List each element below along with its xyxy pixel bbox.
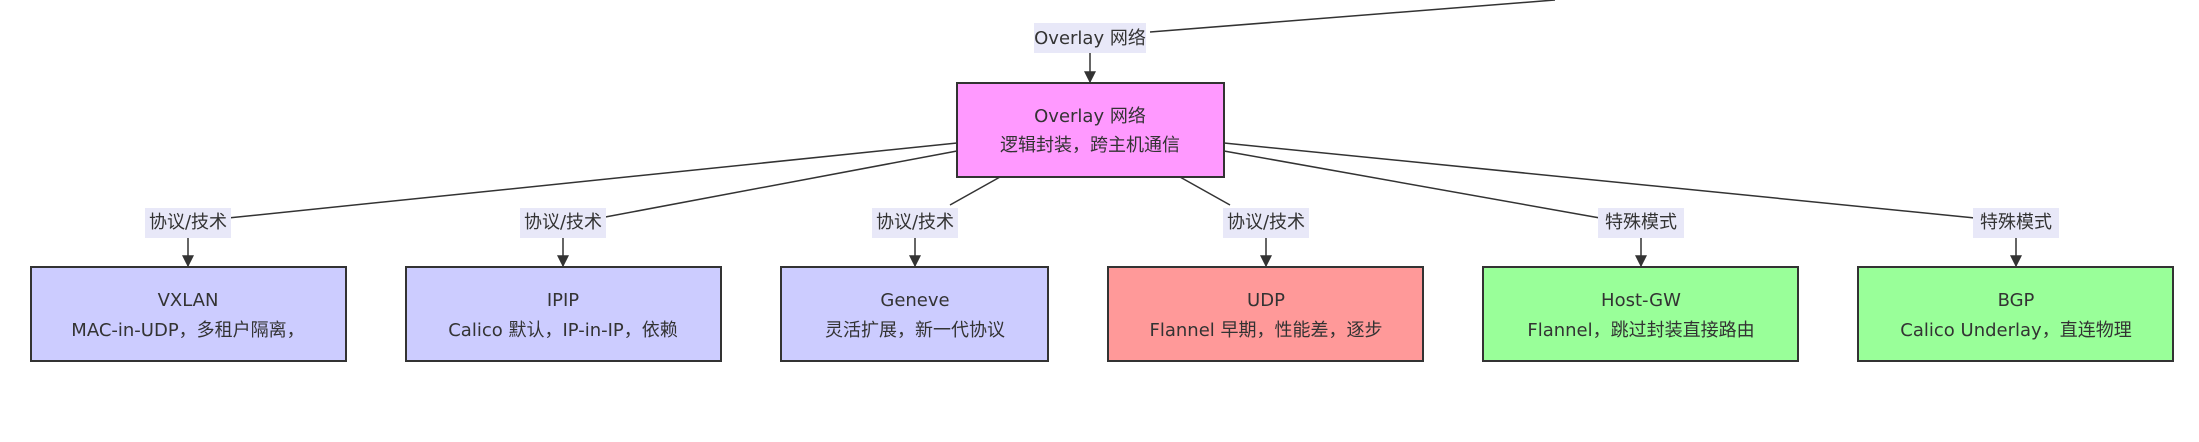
incoming-edge-label-bg bbox=[1034, 23, 1146, 53]
node-overlay-network-box bbox=[956, 82, 1225, 178]
node-host-gw-subtitle: Flannel，跳过封装直接路由 bbox=[1527, 320, 1754, 341]
incoming-edge: Overlay 网络 bbox=[1034, 0, 1556, 84]
edge-to-udp bbox=[1179, 176, 1231, 206]
node-geneve-subtitle: 灵活扩展，新一代协议 bbox=[825, 320, 1005, 341]
node-overlay-network-title: Overlay 网络 bbox=[1034, 106, 1146, 127]
edge-to-ipip bbox=[599, 150, 958, 219]
edge-label-geneve: 协议/技术 bbox=[876, 212, 954, 233]
node-udp[interactable]: UDP Flannel 早期，性能差，逐步 bbox=[1107, 266, 1424, 362]
node-udp-title: UDP bbox=[1247, 290, 1285, 311]
edge-labels: 协议/技术 协议/技术 协议/技术 协议/技术 特殊模式 特殊模式 bbox=[145, 208, 2059, 238]
node-vxlan-box bbox=[30, 266, 347, 362]
node-host-gw[interactable]: Host-GW Flannel，跳过封装直接路由 bbox=[1482, 266, 1799, 362]
node-bgp-box bbox=[1857, 266, 2174, 362]
edge-label-udp: 协议/技术 bbox=[1227, 212, 1305, 233]
node-bgp-title: BGP bbox=[1998, 290, 2035, 311]
node-geneve[interactable]: Geneve 灵活扩展，新一代协议 bbox=[780, 266, 1049, 362]
edge-to-hostgw bbox=[1223, 150, 1601, 219]
node-bgp-subtitle: Calico Underlay，直连物理 bbox=[1900, 320, 2131, 341]
node-bgp[interactable]: BGP Calico Underlay，直连物理 bbox=[1857, 266, 2174, 362]
edge-to-geneve bbox=[949, 176, 1001, 206]
edge-label-vxlan: 协议/技术 bbox=[149, 212, 227, 233]
edge-label-bgp: 特殊模式 bbox=[1980, 212, 2052, 233]
node-host-gw-title: Host-GW bbox=[1601, 290, 1681, 311]
node-vxlan-title: VXLAN bbox=[158, 290, 219, 311]
node-vxlan[interactable]: VXLAN MAC-in-UDP，多租户隔离， bbox=[30, 266, 347, 362]
edge-label-ipip: 协议/技术 bbox=[524, 212, 602, 233]
edge-label-hostgw: 特殊模式 bbox=[1605, 212, 1677, 233]
node-host-gw-box bbox=[1482, 266, 1799, 362]
node-ipip-title: IPIP bbox=[547, 290, 579, 311]
node-ipip[interactable]: IPIP Calico 默认，IP-in-IP，依赖 bbox=[405, 266, 722, 362]
node-overlay-network[interactable]: Overlay 网络 逻辑封装，跨主机通信 bbox=[956, 82, 1225, 178]
node-geneve-title: Geneve bbox=[880, 290, 949, 311]
node-ipip-box bbox=[405, 266, 722, 362]
node-ipip-subtitle: Calico 默认，IP-in-IP，依赖 bbox=[448, 320, 678, 341]
edge-to-vxlan bbox=[227, 142, 958, 219]
edges bbox=[182, 142, 2022, 268]
node-udp-box bbox=[1107, 266, 1424, 362]
node-udp-subtitle: Flannel 早期，性能差，逐步 bbox=[1150, 320, 1383, 341]
node-overlay-network-subtitle: 逻辑封装，跨主机通信 bbox=[1000, 135, 1180, 156]
edge-to-bgp bbox=[1223, 142, 1976, 219]
node-vxlan-subtitle: MAC-in-UDP，多租户隔离， bbox=[71, 320, 304, 341]
incoming-edge-label: Overlay 网络 bbox=[1034, 28, 1146, 49]
node-geneve-box bbox=[780, 266, 1049, 362]
